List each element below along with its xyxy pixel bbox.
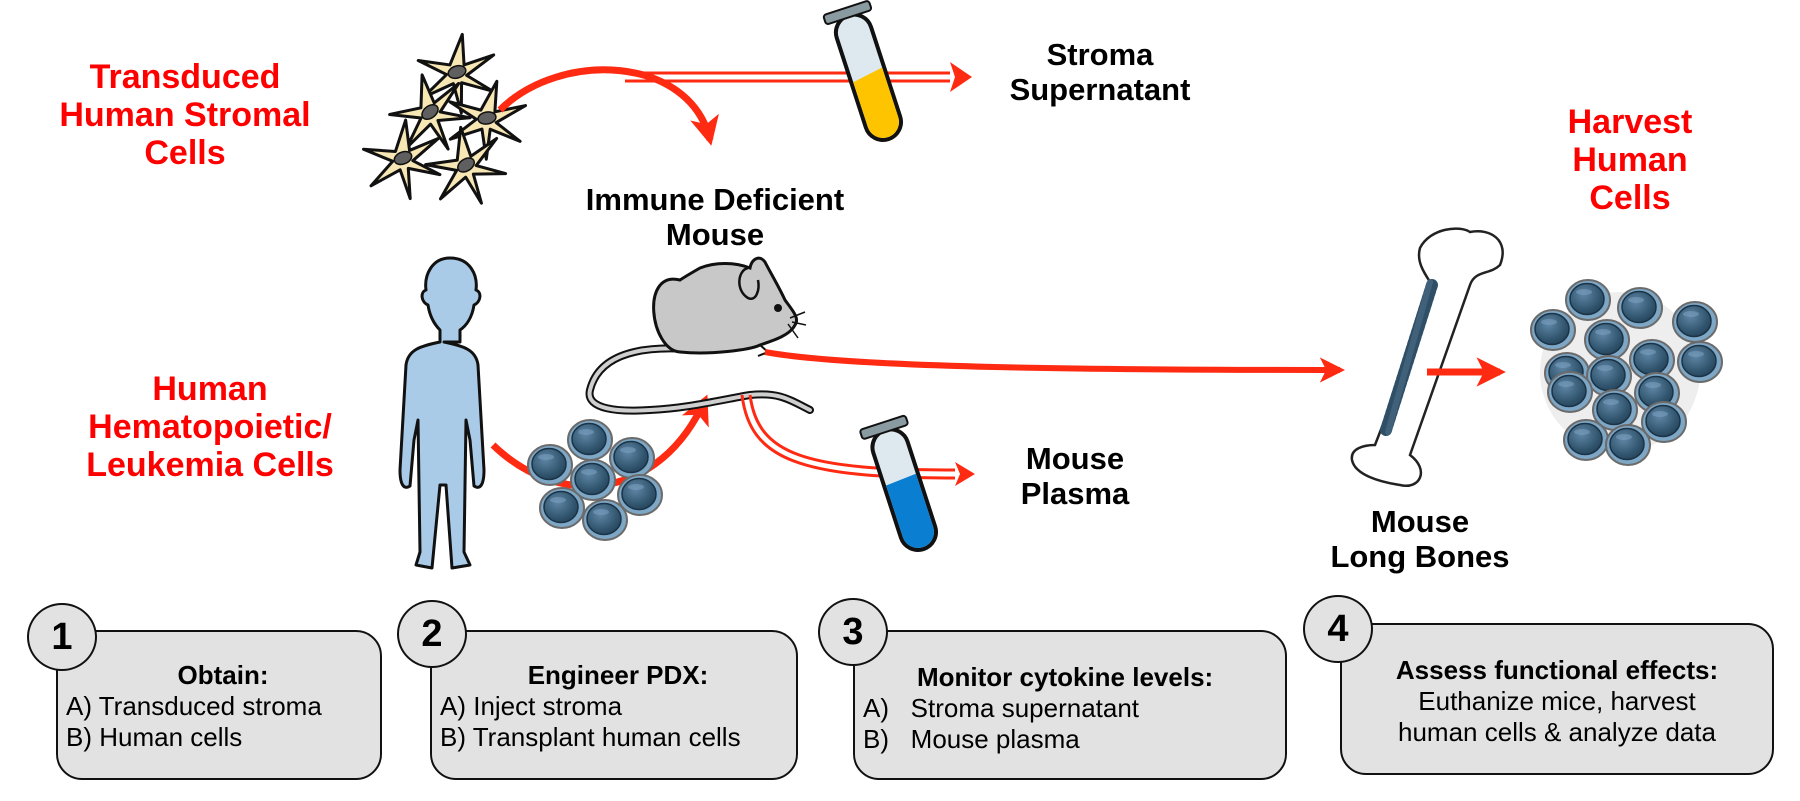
step-2-line-b: B) Transplant human cells <box>440 722 741 752</box>
step-1-line-b: B) Human cells <box>66 722 243 752</box>
step-3-number-badge: 3 <box>818 598 888 666</box>
step-3-line-a: A) Stroma supernatant <box>863 693 1140 723</box>
step-1-title: Obtain: <box>177 660 269 690</box>
stromal-cells-icon <box>358 27 536 212</box>
human-figure-icon <box>398 256 486 570</box>
step-2-number-badge: 2 <box>397 600 467 668</box>
step-3-line-b: B) Mouse plasma <box>863 724 1080 754</box>
step-2-title: Engineer PDX: <box>527 660 709 690</box>
mouse-long-bones-label: Mouse Long Bones <box>1330 504 1510 574</box>
step-4-number-badge: 4 <box>1303 595 1373 663</box>
step-4-line-b: human cells & analyze data <box>1398 717 1716 747</box>
plasma-double-arrow <box>740 394 975 486</box>
harvested-cells-cluster-icon <box>1530 279 1723 466</box>
long-bone-icon <box>1350 227 1504 488</box>
step-1-line-a: A) Transduced stroma <box>66 691 322 721</box>
step-2-box: Engineer PDX: A) Inject stroma B) Transp… <box>430 630 798 780</box>
supernatant-double-arrow <box>625 62 972 92</box>
inject-stroma-arrow <box>497 66 719 146</box>
step-4-box: Assess functional effects: Euthanize mic… <box>1340 623 1774 775</box>
step-4-line-a: Euthanize mice, harvest <box>1418 686 1696 716</box>
stromal-cells-label: Transduced Human Stromal Cells <box>59 58 311 173</box>
mouse-plasma-tube-icon <box>859 414 938 552</box>
harvest-human-cells-label: Harvest Human Cells <box>1567 103 1693 218</box>
step-1-box: Obtain: A) Transduced stroma B) Human ce… <box>56 630 382 780</box>
human-cells-cluster-icon <box>527 419 663 541</box>
step-3-box: Monitor cytokine levels: A) Stroma super… <box>853 630 1287 780</box>
step-4-title: Assess functional effects: <box>1395 655 1719 685</box>
immune-deficient-mouse-label: Immune Deficient Mouse <box>585 182 845 252</box>
mouse-icon <box>585 256 814 415</box>
mouse-to-bone-arrow <box>764 349 1346 383</box>
mouse-plasma-label: Mouse Plasma <box>1020 441 1130 511</box>
step-2-line-a: A) Inject stroma <box>440 691 623 721</box>
step-1-number-badge: 1 <box>27 603 97 671</box>
stroma-supernatant-tube-icon <box>822 0 903 142</box>
stroma-supernatant-label: Stroma Supernatant <box>1009 37 1191 107</box>
hematopoietic-cells-label: Human Hematopoietic/ Leukemia Cells <box>86 370 334 485</box>
step-3-title: Monitor cytokine levels: <box>917 662 1214 692</box>
